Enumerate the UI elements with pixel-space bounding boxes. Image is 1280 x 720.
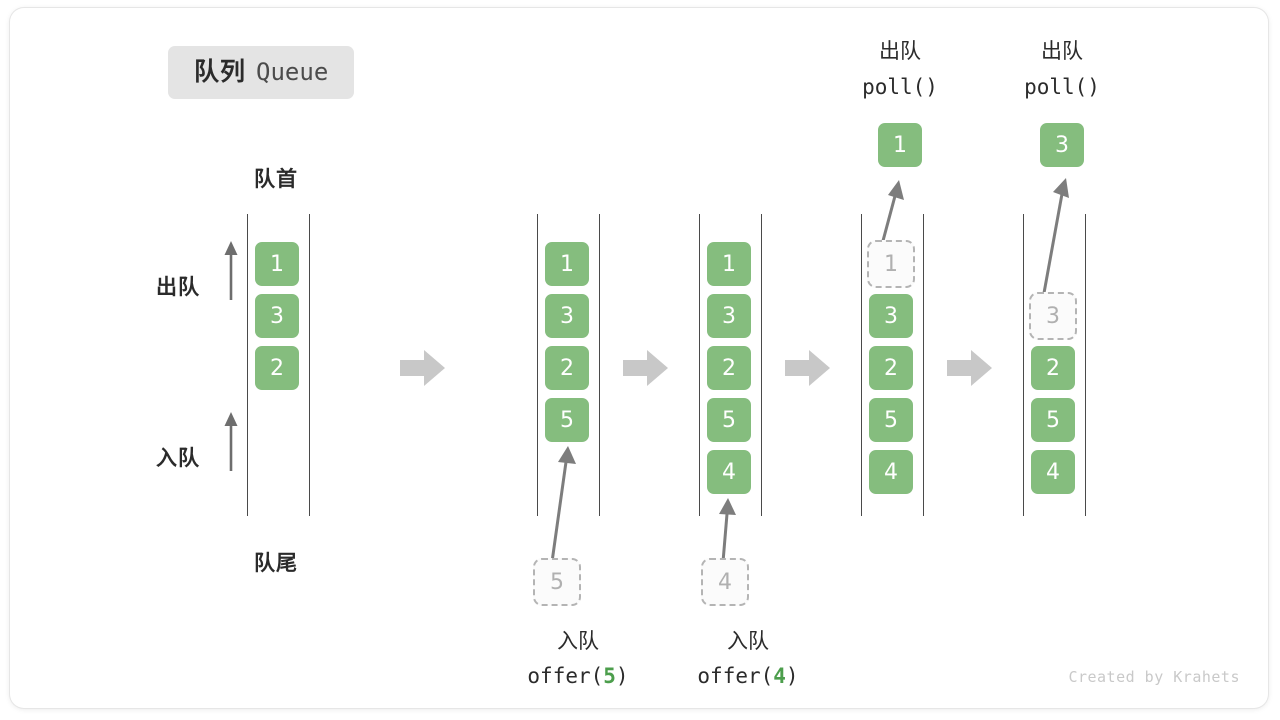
queue-cell: 2 <box>1029 344 1077 392</box>
popped-element-2: 3 <box>1038 121 1086 169</box>
rail-right <box>923 214 924 516</box>
queue-cell: 3 <box>543 292 591 340</box>
queue-cell: 5 <box>543 396 591 444</box>
rail-right <box>761 214 762 516</box>
transition-arrow-icon <box>947 350 992 386</box>
queue-state-after-offer-4: 1 3 2 5 4 <box>699 214 763 516</box>
queue-state-initial: 1 3 2 <box>247 214 311 516</box>
popped-element-1: 1 <box>876 121 924 169</box>
offer-4-call-prefix: offer( <box>697 664 774 688</box>
rail-right <box>599 214 600 516</box>
dequeue-label: 出队 <box>156 275 200 299</box>
tail-label: 队尾 <box>254 551 298 575</box>
offer-4-insert-arrow <box>719 498 736 563</box>
offer-5-label-cn: 入队 <box>557 629 599 653</box>
queue-cell: 2 <box>867 344 915 392</box>
poll-2-extract-arrow <box>1040 178 1069 305</box>
transition-arrow-icon <box>400 350 445 386</box>
queue-cell: 4 <box>705 448 753 496</box>
queue-state-after-offer-5: 1 3 2 5 <box>537 214 601 516</box>
queue-cell: 2 <box>253 344 301 392</box>
queue-cell: 5 <box>867 396 915 444</box>
offer-5-call-suffix: ) <box>615 664 629 688</box>
offer-5-arg: 5 <box>603 664 616 688</box>
offer-5-call: offer(5) <box>527 663 628 690</box>
poll-1-call: poll() <box>862 75 938 99</box>
poll-2-call: poll() <box>1024 75 1100 99</box>
rail-left <box>861 214 862 516</box>
queue-cell: 1 <box>253 240 301 288</box>
queue-cell: 5 <box>1029 396 1077 444</box>
queue-cell: 3 <box>705 292 753 340</box>
transition-arrow-icon <box>785 350 830 386</box>
dequeue-direction-arrow <box>224 241 238 300</box>
footer-credit: Created by Krahets <box>1068 668 1240 686</box>
offer-4-label-cn: 入队 <box>727 629 769 653</box>
title-en: Queue <box>256 58 329 86</box>
queue-state-during-poll-1: 1 3 2 5 4 <box>861 214 925 516</box>
rail-right <box>309 214 310 516</box>
queue-cell: 1 <box>543 240 591 288</box>
queue-cell: 2 <box>543 344 591 392</box>
rail-left <box>1023 214 1024 516</box>
offer-4-arg: 4 <box>773 664 786 688</box>
offer-5-call-prefix: offer( <box>527 664 604 688</box>
offer-4-call: offer(4) <box>697 663 798 690</box>
queue-cell: 5 <box>705 396 753 444</box>
enqueue-direction-arrow <box>224 412 238 471</box>
diagram-title-badge: 队列 Queue <box>168 46 355 99</box>
poll-1-label-cn: 出队 <box>879 39 921 63</box>
offer-5-insert-arrow <box>550 446 576 563</box>
rail-right <box>1085 214 1086 516</box>
queue-cell-ghost: 1 <box>867 240 915 288</box>
rail-left <box>537 214 538 516</box>
head-label: 队首 <box>254 167 298 191</box>
poll-2-label-cn: 出队 <box>1041 39 1083 63</box>
queue-cell: 1 <box>705 240 753 288</box>
queue-state-during-poll-2: 3 2 5 4 <box>1023 214 1087 516</box>
queue-cell-ghost: 3 <box>1029 292 1077 340</box>
enqueue-label: 入队 <box>156 446 200 470</box>
queue-cell: 2 <box>705 344 753 392</box>
rail-left <box>699 214 700 516</box>
ghost-input-5: 5 <box>533 558 581 606</box>
queue-cell: 3 <box>253 292 301 340</box>
queue-cell: 4 <box>867 448 915 496</box>
ghost-input-4: 4 <box>701 558 749 606</box>
offer-4-call-suffix: ) <box>785 664 799 688</box>
rail-left <box>247 214 248 516</box>
queue-cell: 3 <box>867 292 915 340</box>
transition-arrow-icon <box>623 350 668 386</box>
title-cn: 队列 <box>194 57 247 86</box>
queue-cell: 4 <box>1029 448 1077 496</box>
